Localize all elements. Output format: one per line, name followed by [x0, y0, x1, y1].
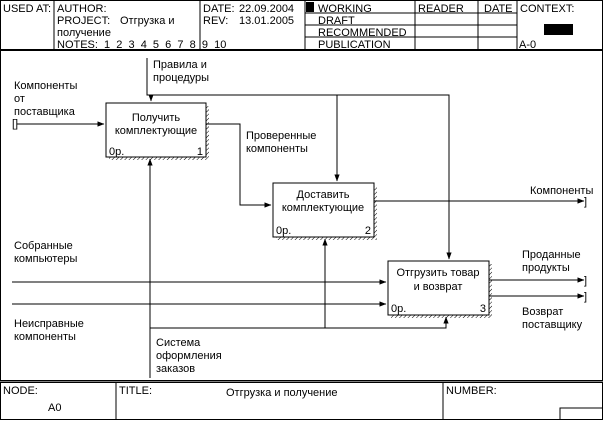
label-rules-1: Правила и	[153, 59, 207, 71]
activity-3-number: 3	[480, 303, 486, 315]
label-rules-2: процедуры	[153, 72, 209, 84]
activity-1-title-line-1: Получить	[132, 112, 181, 124]
label-sold-2: продукты	[522, 262, 570, 274]
working-status-marker	[306, 2, 314, 12]
arrow-faulty[interactable]: Неисправные компоненты	[12, 301, 387, 343]
context-label: CONTEXT:	[520, 3, 574, 15]
context-node: A-0	[519, 39, 536, 51]
status-draft: DRAFT	[318, 15, 355, 27]
label-supplier-2: от	[14, 93, 25, 105]
arrow-input-supplier[interactable]: [] Компоненты от поставщика	[12, 80, 105, 130]
activity-2-number: 2	[365, 225, 371, 237]
label-faulty-2: компоненты	[14, 331, 76, 343]
activity-box-1[interactable]: Получить комплектующие 0р. 1	[105, 102, 209, 160]
rev-label: REV:	[203, 15, 228, 27]
activity-3-title-line-1: Отгрузить товар	[396, 267, 479, 279]
arrow-assembled[interactable]: Собранные компьютеры	[12, 240, 387, 285]
context-thumbnail-icon	[544, 24, 573, 35]
label-assembled-2: компьютеры	[14, 253, 77, 265]
title-label: TITLE:	[119, 385, 152, 397]
label-order-system-1: Система	[156, 337, 201, 349]
page-tab	[559, 407, 603, 421]
node-value: A0	[48, 402, 61, 414]
arrow-output-components[interactable]: ] Компоненты	[374, 185, 593, 208]
footer-form: NODE: A0 TITLE: Отгрузка и получение NUM…	[0, 380, 603, 421]
tunnel-bracket-icon: ]	[584, 196, 587, 208]
diagram-area: Получить комплектующие 0р. 1 Доставить к…	[0, 50, 603, 381]
header-form: USED AT: AUTHOR: PROJECT: Отгрузка и пол…	[0, 0, 603, 51]
reader-date-label: DATE	[484, 3, 513, 15]
tunnel-bracket-icon: ]	[584, 291, 587, 303]
arrow-return-supplier[interactable]: ] Возврат поставщику	[489, 291, 587, 331]
activity-1-number: 1	[197, 146, 203, 158]
node-label: NODE:	[3, 385, 38, 397]
notes-value: 1 2 3 4 5 6 7 8 9 10	[104, 39, 226, 51]
label-order-system-3: заказов	[156, 363, 195, 375]
activity-1-title-line-2: комплектующие	[115, 125, 197, 137]
reader-label: READER	[418, 3, 464, 15]
activity-box-3[interactable]: Отгрузить товар и возврат 0р. 3	[387, 260, 492, 318]
label-faulty-1: Неисправные	[14, 318, 84, 330]
activity-box-2[interactable]: Доставить комплектующие 0р. 2	[272, 182, 377, 240]
tunnel-bracket-icon: []	[12, 118, 18, 130]
activity-2-title-line-2: комплектующие	[282, 202, 364, 214]
label-return-1: Возврат	[522, 306, 563, 318]
tunnel-bracket-icon: ]	[584, 275, 587, 287]
arrow-order-system[interactable]: Система оформления заказов	[147, 158, 449, 378]
label-out-components: Компоненты	[530, 185, 593, 197]
title-value: Отгрузка и получение	[226, 387, 338, 399]
date-value: 22.09.2004	[239, 3, 294, 15]
activity-3-cost: 0р.	[391, 303, 406, 315]
label-supplier-1: Компоненты	[14, 80, 77, 92]
label-return-2: поставщику	[522, 319, 583, 331]
label-checked-2: компоненты	[246, 143, 308, 155]
label-supplier-3: поставщика	[14, 106, 76, 118]
label-sold-1: Проданные	[522, 249, 581, 261]
notes-label: NOTES:	[57, 39, 98, 51]
activity-2-title-line-1: Доставить	[297, 189, 350, 201]
rev-value: 13.01.2005	[239, 15, 294, 27]
activity-2-cost: 0р.	[276, 225, 291, 237]
label-checked-1: Проверенные	[246, 130, 316, 142]
label-assembled-1: Собранные	[14, 240, 73, 252]
arrow-control-rules[interactable]: Правила и процедуры	[146, 58, 452, 260]
project-value-line-1: Отгрузка и	[120, 15, 175, 27]
author-label: AUTHOR:	[57, 3, 107, 15]
status-recommended: RECOMMENDED	[318, 27, 407, 39]
status-publication: PUBLICATION	[318, 39, 391, 51]
label-order-system-2: оформления	[156, 350, 222, 362]
arrow-sold-products[interactable]: ] Проданные продукты	[489, 249, 587, 287]
activity-3-title-line-2: и возврат	[414, 281, 463, 293]
status-working: WORKING	[318, 3, 372, 15]
activity-1-cost: 0р.	[109, 146, 124, 158]
used-at-label: USED AT:	[3, 3, 51, 15]
project-label: PROJECT:	[57, 15, 110, 27]
date-label: DATE:	[203, 3, 235, 15]
number-label: NUMBER:	[446, 385, 497, 397]
project-value-line-2: получение	[57, 27, 111, 39]
arrow-checked-components[interactable]: Проверенные компоненты	[206, 123, 316, 208]
